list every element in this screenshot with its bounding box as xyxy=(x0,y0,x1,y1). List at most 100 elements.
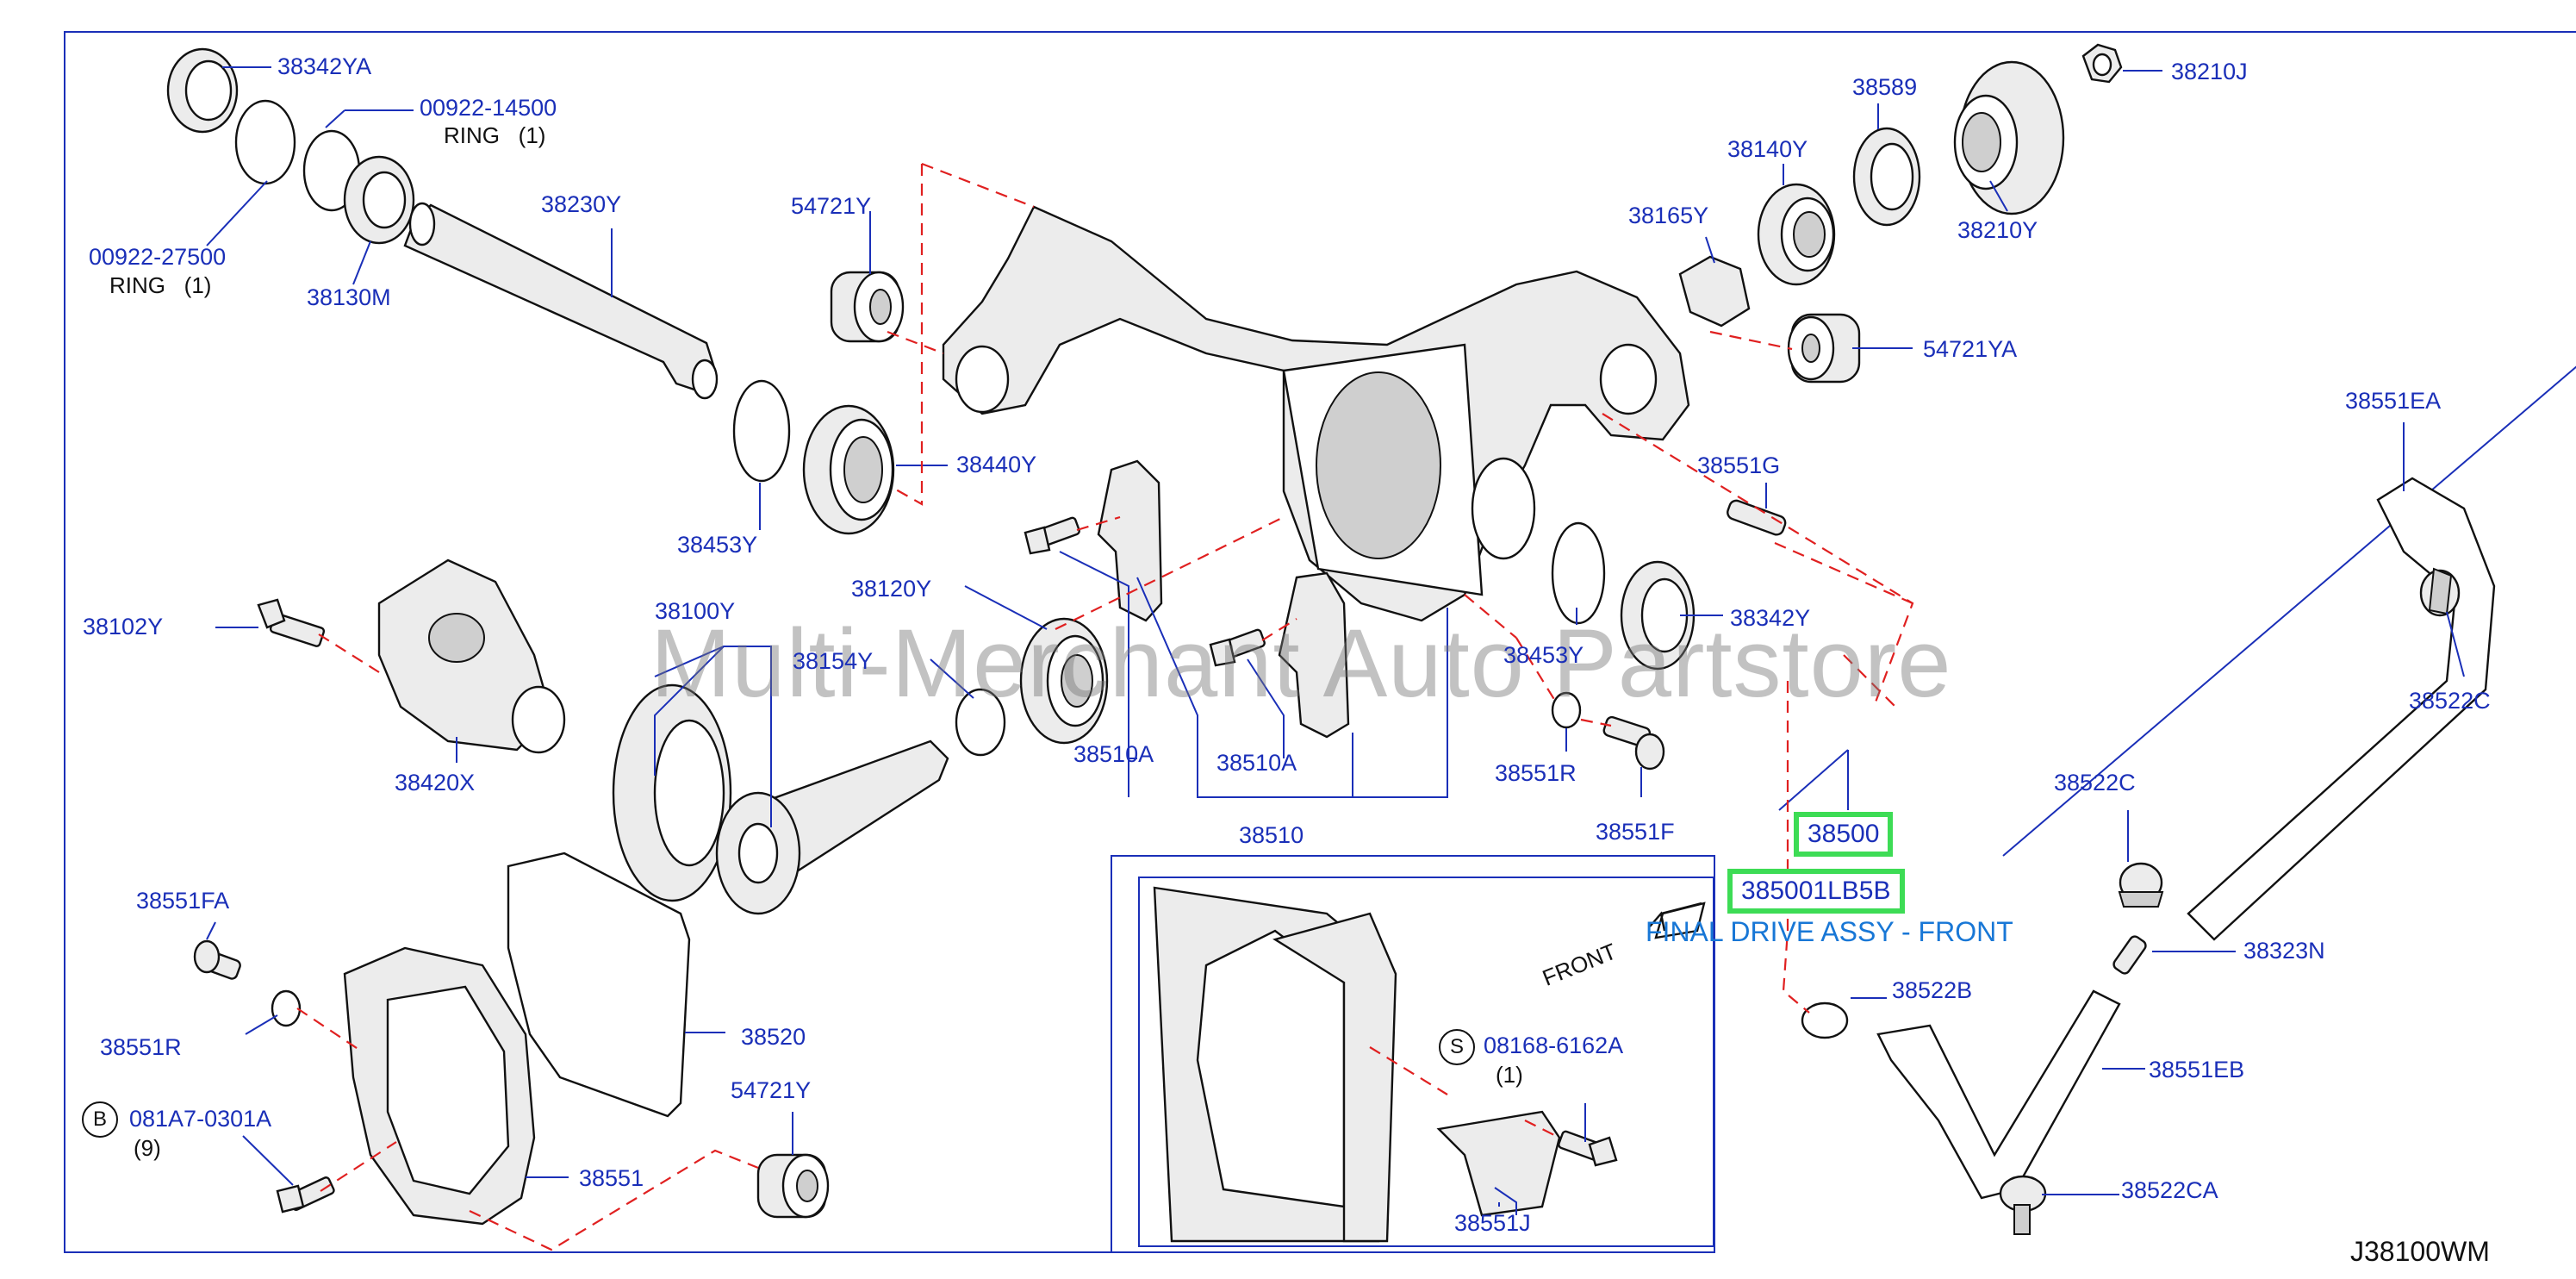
bolt-38102Y-icon xyxy=(257,598,326,647)
highlight-part-number[interactable]: 38500 xyxy=(1794,812,1894,857)
callout-38520[interactable]: 38520 xyxy=(741,1024,806,1050)
diagram-code: J38100WM xyxy=(2350,1236,2490,1267)
qty-s: (1) xyxy=(1496,1062,1523,1088)
callout-081A7-0301A[interactable]: 081A7-0301A xyxy=(129,1106,272,1132)
callout-00922-27500[interactable]: 00922-27500 xyxy=(89,244,227,270)
highlight-oem-number[interactable]: 385001LB5B xyxy=(1727,869,1905,914)
callout-38453Y-left[interactable]: 38453Y xyxy=(677,532,758,558)
callout-38420X[interactable]: 38420X xyxy=(395,770,476,795)
plug-38551F-mid-icon xyxy=(1602,715,1665,771)
callout-38551EA[interactable]: 38551EA xyxy=(2345,388,2442,414)
front-label: FRONT xyxy=(1539,938,1621,991)
inset-frame-rail-icon xyxy=(1153,886,1397,1243)
callout-38510A-left[interactable]: 38510A xyxy=(1073,741,1154,767)
main-frame xyxy=(64,31,2576,1253)
clip-38522CA-icon xyxy=(1999,1175,2047,1235)
spacer-38165Y-icon xyxy=(1678,255,1751,328)
rear-cover-38551-icon xyxy=(343,946,536,1226)
connector-38323N-icon xyxy=(2112,935,2147,975)
companion-flange-38210Y-icon xyxy=(1953,60,2065,215)
gasket-38520-icon xyxy=(507,852,691,1118)
callout-38102Y[interactable]: 38102Y xyxy=(83,614,164,640)
drive-pinion-icon xyxy=(715,739,949,915)
callout-38130M[interactable]: 38130M xyxy=(307,284,391,310)
assembly-lines xyxy=(296,162,1914,1251)
bolt-38510A-right-icon xyxy=(1209,628,1266,667)
callout-38551[interactable]: 38551 xyxy=(579,1165,644,1191)
callout-38510[interactable]: 38510 xyxy=(1239,822,1304,848)
plug-38551FA-icon xyxy=(193,939,241,980)
shim-38154Y-icon xyxy=(955,688,1006,757)
callout-38154Y[interactable]: 38154Y xyxy=(793,648,874,674)
bushing-54721YA-icon xyxy=(1787,313,1861,384)
ring-note-upper: RING (1) xyxy=(444,122,546,148)
seal-38130M-icon xyxy=(343,155,415,245)
callout-38522B[interactable]: 38522B xyxy=(1892,977,1973,1003)
callout-38323N[interactable]: 38323N xyxy=(2243,938,2325,964)
leader-lines xyxy=(206,66,2465,1215)
front-arrow-icon xyxy=(1649,902,1706,939)
callout-38551G[interactable]: 38551G xyxy=(1697,452,1781,478)
watermark: Multi-Merchant Auto Partstore xyxy=(650,609,1952,717)
callout-38440Y[interactable]: 38440Y xyxy=(956,452,1037,477)
callout-38522C-mid[interactable]: 38522C xyxy=(2054,770,2136,795)
seal-38589-icon xyxy=(1852,127,1921,227)
callout-38551R-left[interactable]: 38551R xyxy=(100,1034,182,1060)
washer-38551R-left-icon xyxy=(271,989,302,1027)
callout-38453Y-mid[interactable]: 38453Y xyxy=(1503,642,1584,668)
ring-note-lower: RING (1) xyxy=(109,272,212,298)
callout-54721Y-bottom[interactable]: 54721Y xyxy=(731,1077,812,1103)
bearing-38440Y-icon xyxy=(802,404,895,535)
nut-38210J-icon xyxy=(2081,43,2123,84)
callout-38510A-right[interactable]: 38510A xyxy=(1216,750,1297,776)
circle-s-badge: S xyxy=(1439,1029,1475,1065)
clip-38522C-mid-icon xyxy=(2118,862,2164,908)
bearing-38140Y-icon xyxy=(1757,183,1836,286)
callout-08168-6162A[interactable]: 08168-6162A xyxy=(1484,1033,1624,1058)
seal-38342Y-icon xyxy=(1620,560,1696,671)
bearing-38120Y-icon xyxy=(1019,617,1109,745)
callout-38210J[interactable]: 38210J xyxy=(2171,59,2248,84)
callout-38551R-mid[interactable]: 38551R xyxy=(1495,760,1577,786)
bolt-38510A-left-icon xyxy=(1024,516,1080,555)
qty-b: (9) xyxy=(134,1135,161,1161)
seal-38342YA-icon xyxy=(166,47,239,134)
bushing-54721Y-bottom-icon xyxy=(756,1153,830,1219)
callout-00922-14500[interactable]: 00922-14500 xyxy=(420,95,557,121)
bolt-081A7-icon xyxy=(276,1176,335,1213)
callout-38589[interactable]: 38589 xyxy=(1852,74,1918,100)
callout-38522CA[interactable]: 38522CA xyxy=(2121,1177,2218,1203)
callout-38342Y[interactable]: 38342Y xyxy=(1730,605,1811,631)
callout-54721YA[interactable]: 54721YA xyxy=(1923,336,2018,362)
shim-38453Y-mid-icon xyxy=(1551,521,1606,625)
callout-38140Y[interactable]: 38140Y xyxy=(1727,136,1808,162)
bearing-cap-left-icon xyxy=(1097,459,1163,622)
clip-38522C-right-icon xyxy=(2419,567,2461,617)
breather-hose-38551EB-icon xyxy=(1876,989,2121,1200)
callout-38210Y[interactable]: 38210Y xyxy=(1957,217,2038,243)
callout-38230Y[interactable]: 38230Y xyxy=(541,191,622,217)
bushing-54721Y-top-icon xyxy=(830,271,905,343)
highlight-description: FINAL DRIVE ASSY - FRONT xyxy=(1646,916,2013,947)
callout-38551EB[interactable]: 38551EB xyxy=(2149,1057,2245,1082)
callout-38551J[interactable]: 38551J xyxy=(1454,1210,1531,1236)
carrier-housing-icon xyxy=(942,205,1690,622)
ring-gear-38100Y-icon xyxy=(612,683,732,902)
callout-38522C-right[interactable]: 38522C xyxy=(2409,688,2491,714)
washer-38551R-mid-icon xyxy=(1551,691,1582,729)
callout-38551F[interactable]: 38551F xyxy=(1596,819,1675,845)
bracket-38551J-icon xyxy=(1436,1110,1561,1217)
clamp-38522B-icon xyxy=(1801,1001,1849,1039)
bearing-cap-right-icon xyxy=(1278,571,1350,739)
shaft-38230Y-icon xyxy=(403,202,719,400)
callout-38342YA[interactable]: 38342YA xyxy=(277,53,372,79)
shim-38453Y-left-icon xyxy=(732,379,791,483)
callout-38120Y[interactable]: 38120Y xyxy=(851,576,932,602)
callout-54721Y-top[interactable]: 54721Y xyxy=(791,193,872,219)
callout-38551FA[interactable]: 38551FA xyxy=(136,888,230,914)
callout-38165Y[interactable]: 38165Y xyxy=(1628,203,1709,228)
callout-38100Y[interactable]: 38100Y xyxy=(655,598,736,624)
breather-hose-38551EA-icon xyxy=(2187,477,2496,941)
circle-b-badge: B xyxy=(82,1101,118,1138)
